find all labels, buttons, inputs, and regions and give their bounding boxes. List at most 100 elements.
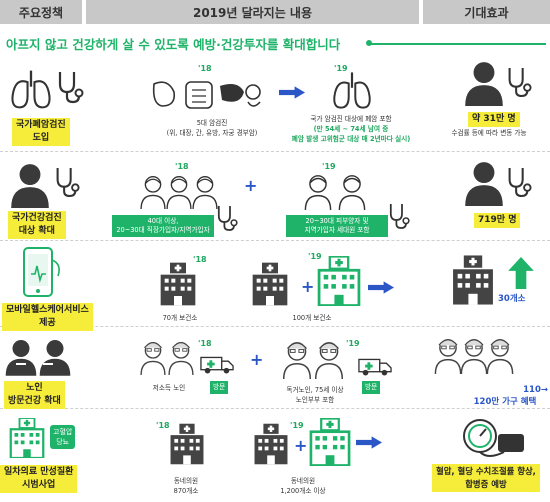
headline-rule (368, 43, 546, 45)
headline: 아프지 않고 건강하게 살 수 있도록 예방·건강투자를 확대합니다 (6, 37, 341, 52)
year-before: '18 (198, 64, 212, 73)
policy-line-1: 일차의료 만성질환 (4, 467, 74, 477)
year-before: '18 (156, 421, 170, 430)
after-text: 동네의원 1,200개소 이상 (258, 476, 348, 496)
stethoscope-icon (389, 203, 410, 229)
lungs-stethoscope-icon (11, 69, 84, 109)
blood-pressure-monitor-icon (463, 419, 524, 457)
after-line-1: 국가 암검진 대상에 폐암 포함 (310, 115, 392, 123)
person-stethoscope-icon (465, 62, 532, 106)
elderly-couple-icon (282, 342, 344, 380)
row-divider (0, 240, 550, 241)
effect-note: 수검률 등에 따라 변동 가능 (451, 129, 527, 137)
header-effect: 기대효과 (423, 0, 550, 24)
effect-label: 719만 명 (474, 213, 521, 228)
after-line-2: 노인부부 포함 (295, 396, 335, 404)
after-box: 20~30대 피부양자 및 지역가입자 세대원 포함 (286, 215, 388, 237)
health-center-icon (252, 262, 288, 306)
year-before: '18 (193, 255, 207, 264)
policy-line-2: 제공 (39, 318, 56, 328)
before-line-1: 40대 이상, (147, 217, 179, 225)
effect-line-1: 혈압, 혈당 수치조절률 향상, (436, 466, 536, 476)
clinic-icon (170, 423, 204, 465)
after-line-2: 1,200개소 이상 (280, 487, 326, 495)
arrow-up-icon (508, 257, 534, 289)
family-icon (140, 175, 218, 210)
policy-tag-line-2: 당뇨 (56, 438, 70, 446)
policy-label: 노인 방문건강 확대 (4, 381, 65, 409)
lungs-icon (332, 71, 372, 109)
before-text: 저소득 노인 (152, 384, 186, 392)
clinic-icon (309, 418, 351, 466)
arrow-right-icon (279, 86, 305, 99)
arrow-right-icon (356, 436, 382, 449)
before-line-1: 동네의원 (173, 477, 199, 485)
policy-tag: 고혈압 당뇨 (50, 425, 76, 449)
year-after: '19 (346, 339, 360, 348)
after-text: 100개 보건소 (292, 314, 332, 322)
header-policy: 주요정책 (0, 0, 82, 24)
arrow-right-icon (368, 281, 394, 294)
clinic-icon (254, 423, 288, 465)
after-line-1: 동네의원 (290, 477, 316, 485)
year-before: '18 (198, 339, 212, 348)
health-center-icon (453, 255, 493, 305)
before-tag: 방문 (210, 381, 229, 394)
after-note: (만 54세 ~ 74세 남여 중 폐암 발생 고위험군 대상 매 2년마다 실… (276, 124, 426, 144)
policy-line-2: 시범사업 (22, 480, 56, 490)
effect-label: 30개소 (498, 294, 526, 304)
after-text: 국가 암검진 대상에 폐암 포함 (276, 114, 426, 124)
plus-sign: + (294, 436, 308, 455)
policy-label: 모바일헬스케어서비스 제공 (2, 303, 93, 331)
elderly-couple-icon (434, 338, 514, 375)
before-text: 동네의원 870개소 (146, 476, 226, 496)
effect-label: 110→ 120만 가구 혜택 (462, 384, 548, 408)
policy-line-2: 대상 확대 (18, 226, 55, 236)
after-line-1: 독거노인, 75세 이상 (286, 386, 344, 394)
effect-line-1: 110→ (523, 385, 548, 395)
phone-icon (23, 247, 60, 297)
row-divider (0, 326, 550, 327)
person-stethoscope-icon (11, 164, 80, 208)
van-icon (200, 356, 234, 375)
policy-line-1: 국가폐암검진 (16, 120, 66, 130)
stethoscope-icon (217, 205, 238, 231)
couple-icon (304, 175, 366, 211)
policy-line-2: 도입 (32, 133, 50, 143)
health-center-icon (317, 256, 361, 306)
plus-sign: + (244, 176, 258, 195)
plus-sign: + (250, 350, 264, 369)
health-center-icon (160, 262, 196, 306)
before-line-2: 20~30대 직장가입자/지역가입자 (116, 226, 210, 234)
after-text: 독거노인, 75세 이상 노인부부 포함 (274, 385, 356, 405)
effect-label: 약 31만 명 (468, 112, 520, 127)
before-line-1: 5대 암검진 (196, 119, 228, 127)
policy-line-1: 노인 (26, 383, 43, 393)
policy-line-1: 모바일헬스케어서비스 (6, 305, 89, 315)
doctors-icon (5, 340, 71, 376)
after-line-1: 20~30대 피부양자 및 (305, 217, 369, 225)
year-after: '19 (290, 421, 304, 430)
clinic-icon (9, 418, 45, 458)
after-note-line-1: (만 54세 ~ 74세 남여 중 (313, 125, 389, 133)
year-after: '19 (308, 252, 322, 261)
plus-sign: + (301, 277, 315, 296)
row-divider (0, 408, 550, 409)
row-divider (0, 151, 550, 152)
year-after: '19 (334, 64, 348, 73)
policy-line-1: 국가건강검진 (12, 213, 62, 223)
before-text: 5대 암검진 (위, 대장, 간, 유방, 자궁 경부암) (148, 118, 276, 138)
organs-icon (152, 81, 261, 109)
policy-tag-line-1: 고혈압 (53, 428, 73, 436)
before-text: 70개 보건소 (162, 314, 198, 322)
header-changes: 2019년 달라지는 내용 (86, 0, 419, 24)
after-tag: 방문 (362, 381, 381, 394)
year-before: '18 (175, 162, 189, 171)
policy-line-2: 방문건강 확대 (8, 396, 61, 406)
van-icon (358, 358, 392, 377)
year-after: '19 (322, 162, 336, 171)
before-box: 40대 이상, 20~30대 직장가입자/지역가입자 (112, 215, 214, 237)
policy-label: 국가폐암검진 도입 (12, 118, 70, 146)
before-line-2: (위, 대장, 간, 유방, 자궁 경부암) (166, 129, 258, 137)
after-line-2: 지역가입자 세대원 포함 (304, 226, 370, 234)
